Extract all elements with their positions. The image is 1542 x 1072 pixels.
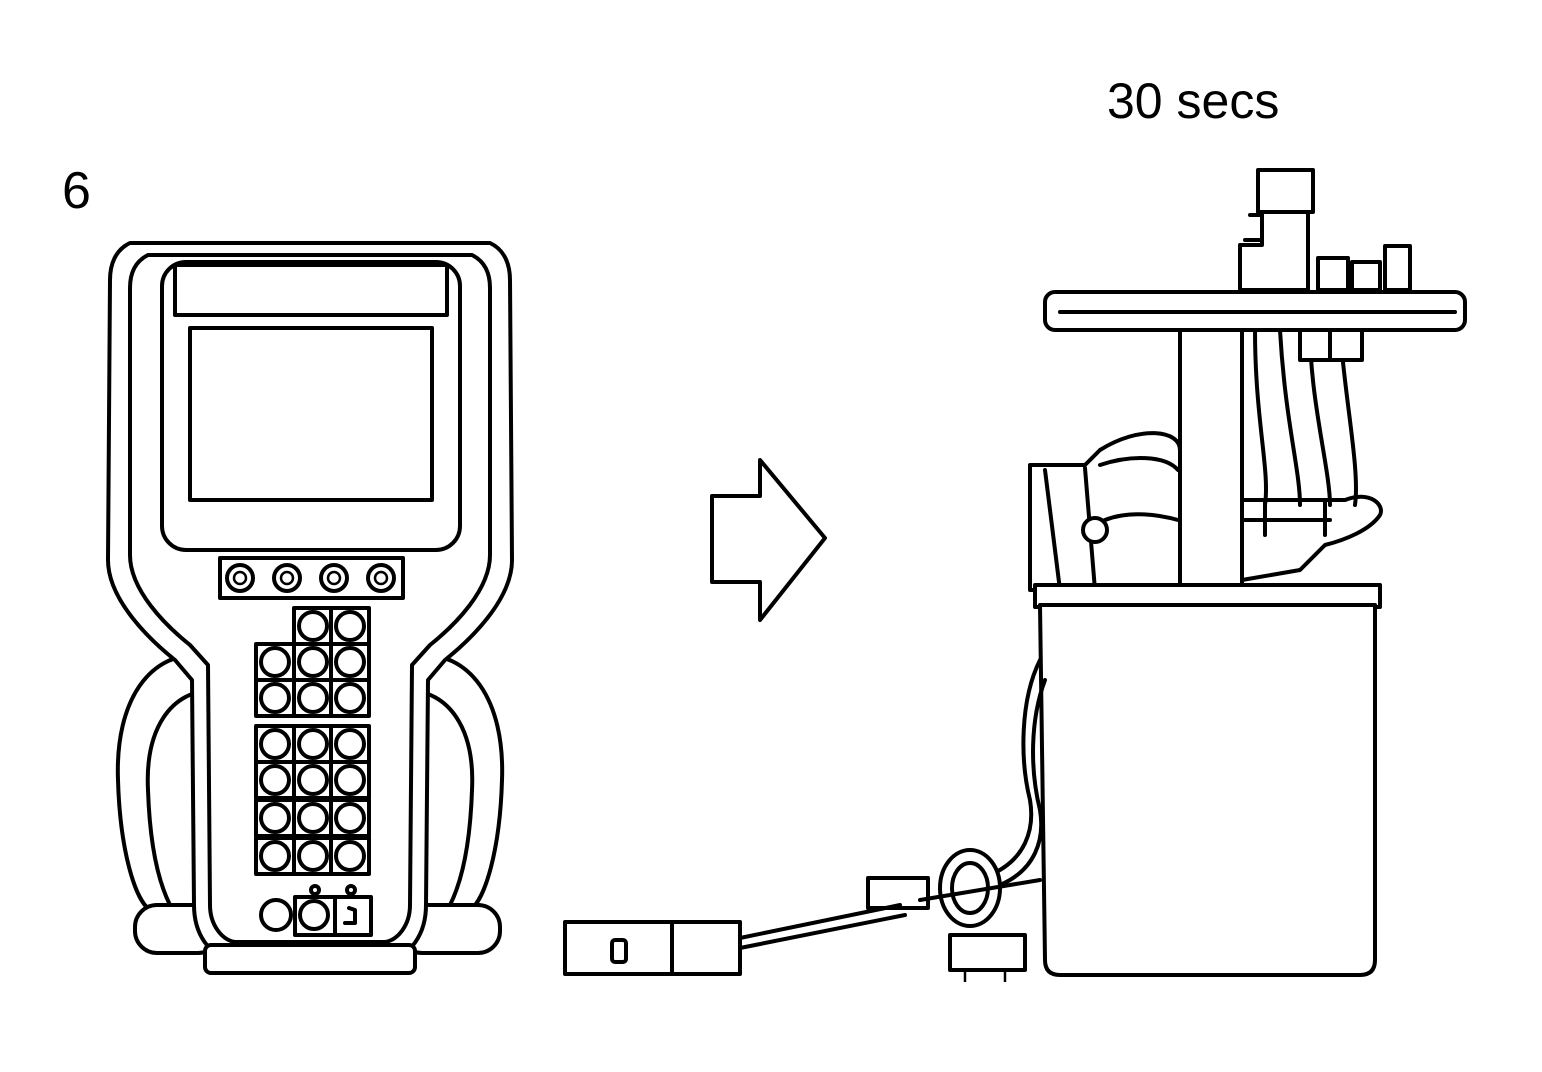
keypad-key [261,766,289,794]
keypad-key [336,612,364,640]
scan-tool-device [108,243,512,973]
keypad-key [299,684,327,712]
keypad-key [336,730,364,758]
keypad-key [261,730,289,758]
duration-label: 30 secs [1107,73,1280,129]
electrical-connector [565,922,740,974]
function-key-inner [328,572,340,584]
function-key-inner [234,572,246,584]
bottom-key-left [261,900,291,930]
function-key-inner [281,572,293,584]
bottom-key-right [345,908,355,923]
fuel-pump-module [740,170,1465,982]
fuel-reservoir [1040,605,1375,975]
keypad-key [299,612,327,640]
keypad-key [261,804,289,832]
function-key-inner [375,572,387,584]
function-key [321,565,347,591]
support-pillar [1180,330,1242,592]
keypad-key [299,766,327,794]
keypad-key [336,842,364,870]
function-key [368,565,394,591]
function-key [227,565,253,591]
wire-harness [990,660,1040,875]
direction-arrow [712,460,825,620]
keypad-key [299,730,327,758]
right-strap [415,655,502,910]
pump-housing [1030,433,1180,590]
keypad-key [261,684,289,712]
bottom-key-center [300,901,328,929]
sender-plug [950,935,1025,970]
keypad-key [336,766,364,794]
left-strap [118,655,205,910]
keypad-key [336,804,364,832]
keypad-key [299,804,327,832]
step-number-label: 6 [62,162,91,220]
connector-cable [740,905,900,938]
keypad-key [299,842,327,870]
keypad-key [336,684,364,712]
keypad-key [261,842,289,870]
keypad-key [336,648,364,676]
keypad-key [261,648,289,676]
display-screen [190,328,432,500]
keypad-key [299,648,327,676]
function-key [274,565,300,591]
